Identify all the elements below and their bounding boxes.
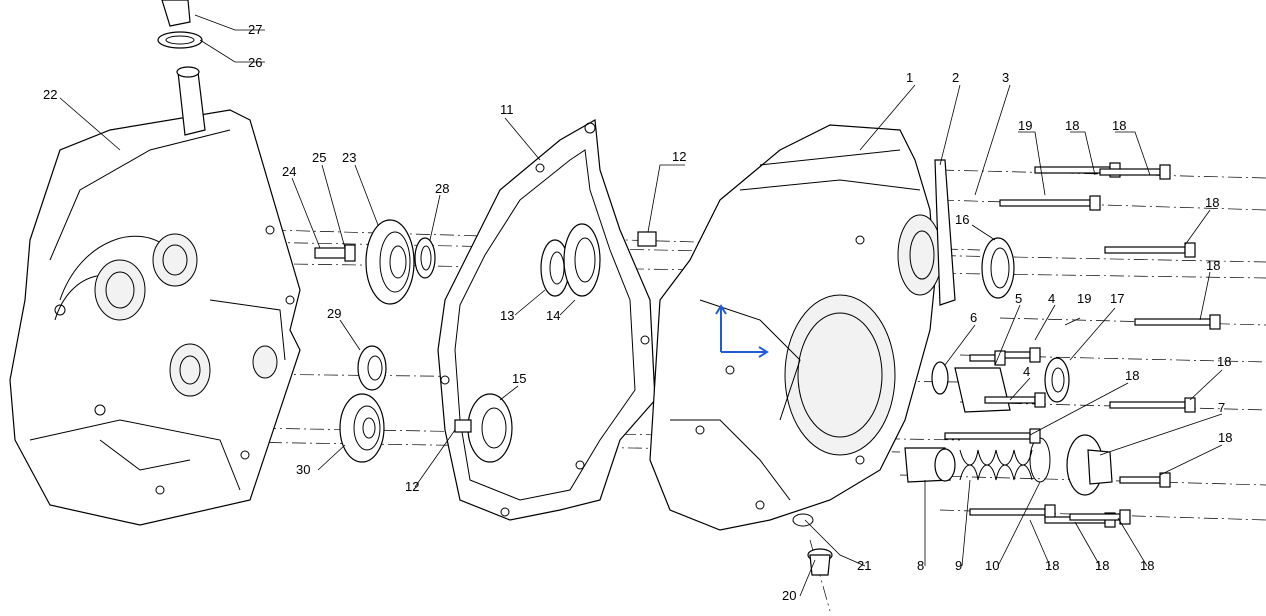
bolt-head <box>1029 428 1041 444</box>
callout-5: 5 <box>1015 291 1022 306</box>
bolt-shaft <box>1134 318 1211 326</box>
bolt-shaft <box>1034 166 1111 174</box>
callout-4-mid: 4 <box>1023 364 1030 379</box>
callout-7: 7 <box>1218 400 1225 415</box>
spring-9 <box>959 449 1033 481</box>
bolt-shaft <box>1104 246 1186 254</box>
callout-9: 9 <box>955 558 962 573</box>
callout-12-top: 12 <box>672 149 686 164</box>
callout-17: 17 <box>1110 291 1124 306</box>
callout-2: 2 <box>952 70 959 85</box>
callout-18-mid-a: 18 <box>1205 195 1219 210</box>
bolt-head <box>1034 392 1046 408</box>
bolt-head <box>1159 472 1171 488</box>
callout-18-right-b: 18 <box>1217 354 1231 369</box>
callout-8: 8 <box>917 558 924 573</box>
callout-6: 6 <box>970 310 977 325</box>
callout-30: 30 <box>296 462 310 477</box>
callout-14: 14 <box>546 308 560 323</box>
left-crankcase-half <box>9 66 301 526</box>
callout-19-mid: 19 <box>1077 291 1091 306</box>
bearing-23 <box>365 219 415 305</box>
callout-1: 1 <box>906 70 913 85</box>
bolt-shaft <box>944 432 1031 440</box>
callout-18-right-a: 18 <box>1125 368 1139 383</box>
bolt-shaft <box>999 199 1091 207</box>
plug-7 <box>1066 434 1113 496</box>
bolt-head <box>1159 164 1171 180</box>
callout-18-mid-b: 18 <box>1206 258 1220 273</box>
bolt-shaft <box>1109 401 1186 409</box>
callout-25: 25 <box>312 150 326 165</box>
callout-10: 10 <box>985 558 999 573</box>
callout-11: 11 <box>500 102 514 117</box>
bolt-head <box>1184 242 1196 258</box>
bolt-head <box>1184 397 1196 413</box>
seal-28 <box>414 237 436 279</box>
callout-4-top: 4 <box>1048 291 1055 306</box>
oring-10 <box>1029 437 1051 483</box>
bearings-13-14 <box>540 223 601 297</box>
bolt-head <box>1209 314 1221 330</box>
callout-20: 20 <box>782 588 796 603</box>
callout-labels: 27 26 22 11 12 1 2 3 19 18 18 24 25 23 2… <box>43 22 1232 603</box>
bearing-30 <box>339 393 385 463</box>
seal-16 <box>981 237 1015 299</box>
bolt-head <box>994 350 1006 366</box>
callout-12-bottom: 12 <box>405 479 419 494</box>
bolt-shaft <box>1119 476 1161 484</box>
callout-18-bottom-b: 18 <box>1095 558 1109 573</box>
housing-5-6 <box>931 361 1011 413</box>
right-crankcase-half <box>649 124 943 531</box>
callout-29: 29 <box>327 306 341 321</box>
piston-8 <box>904 447 956 483</box>
bolt-shaft <box>1069 513 1121 521</box>
callout-3: 3 <box>1002 70 1009 85</box>
callout-28: 28 <box>435 181 449 196</box>
seal-17 <box>1044 357 1070 403</box>
bolt-head <box>1119 509 1131 525</box>
callout-13: 13 <box>500 308 514 323</box>
callout-16: 16 <box>955 212 969 227</box>
coordinate-marker <box>715 304 769 358</box>
callout-21: 21 <box>857 558 871 573</box>
callout-18-bottom-c: 18 <box>1140 558 1154 573</box>
callout-18-bottom-a: 18 <box>1045 558 1059 573</box>
callout-27: 27 <box>248 22 262 37</box>
hose-and-clamp <box>157 0 203 49</box>
callout-22: 22 <box>43 87 57 102</box>
bearing-15 <box>467 393 513 463</box>
callout-26: 26 <box>248 55 262 70</box>
leader-lines <box>59 14 1223 597</box>
callout-18-top-a: 18 <box>1065 118 1079 133</box>
bearing-29 <box>357 345 387 391</box>
bolt-shaft <box>1099 168 1161 176</box>
callout-23: 23 <box>342 150 356 165</box>
bolt-head <box>1089 195 1101 211</box>
callout-18-top-b: 18 <box>1112 118 1126 133</box>
callout-19-top: 19 <box>1018 118 1032 133</box>
bolt-head <box>1029 347 1041 363</box>
bolt-shaft <box>969 354 996 362</box>
bolt-24-25 <box>314 244 356 262</box>
bracket-2 <box>934 159 956 306</box>
bolt-shaft <box>969 508 1046 516</box>
callout-24: 24 <box>282 164 296 179</box>
callout-18-right-c: 18 <box>1218 430 1232 445</box>
callout-15: 15 <box>512 371 526 386</box>
dowel-pins-12 <box>454 231 657 433</box>
